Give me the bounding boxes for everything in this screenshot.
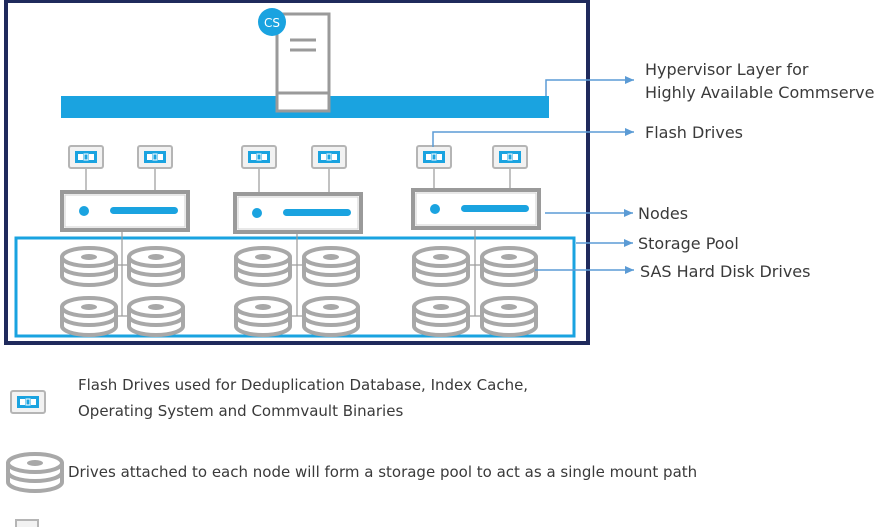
nodes-label: Nodes — [638, 204, 688, 223]
callout-arrows — [432, 76, 634, 274]
disk-icon — [412, 246, 470, 287]
flash-drive-icon — [311, 145, 347, 169]
hypervisor-label-line2: Highly Available Commserve — [645, 83, 874, 102]
node-icon — [233, 192, 363, 234]
commserve-server-icon — [275, 12, 331, 113]
flash-connectors — [85, 168, 511, 193]
legend-flash-line2: Operating System and Commvault Binaries — [78, 402, 403, 420]
disk-icon — [302, 296, 360, 337]
storage-pool-label: Storage Pool — [638, 234, 739, 253]
flash-drive-icon — [137, 145, 173, 169]
node-icon — [411, 188, 541, 230]
disk-icon — [127, 296, 185, 337]
disk-connectors — [115, 228, 482, 317]
legend-flash-icon — [10, 390, 46, 414]
legend-disk-line1: Drives attached to each node will form a… — [68, 463, 697, 481]
storage-pool-box — [14, 236, 576, 338]
disk-icon — [60, 246, 118, 287]
disk-icon — [480, 246, 538, 287]
commserve-badge: CS — [258, 8, 286, 36]
flash-drives-label: Flash Drives — [645, 123, 743, 142]
disk-icon — [302, 246, 360, 287]
flash-drive-icon — [416, 145, 452, 169]
legend-partial-icon — [15, 519, 39, 527]
disk-icon — [234, 246, 292, 287]
flash-drive-icon — [68, 145, 104, 169]
sas-drives-label: SAS Hard Disk Drives — [640, 262, 810, 281]
legend-flash-line1: Flash Drives used for Deduplication Data… — [78, 376, 528, 394]
flash-drive-icon — [241, 145, 277, 169]
disk-icon — [412, 296, 470, 337]
disk-icon — [480, 296, 538, 337]
disk-icon — [60, 296, 118, 337]
commserve-badge-label: CS — [264, 16, 280, 30]
node-icon — [60, 190, 190, 232]
flash-drive-icon — [492, 145, 528, 169]
disk-icon — [127, 246, 185, 287]
disk-icon — [234, 296, 292, 337]
hypervisor-label-line1: Hypervisor Layer for — [645, 60, 809, 79]
legend-disk-icon — [6, 452, 64, 493]
